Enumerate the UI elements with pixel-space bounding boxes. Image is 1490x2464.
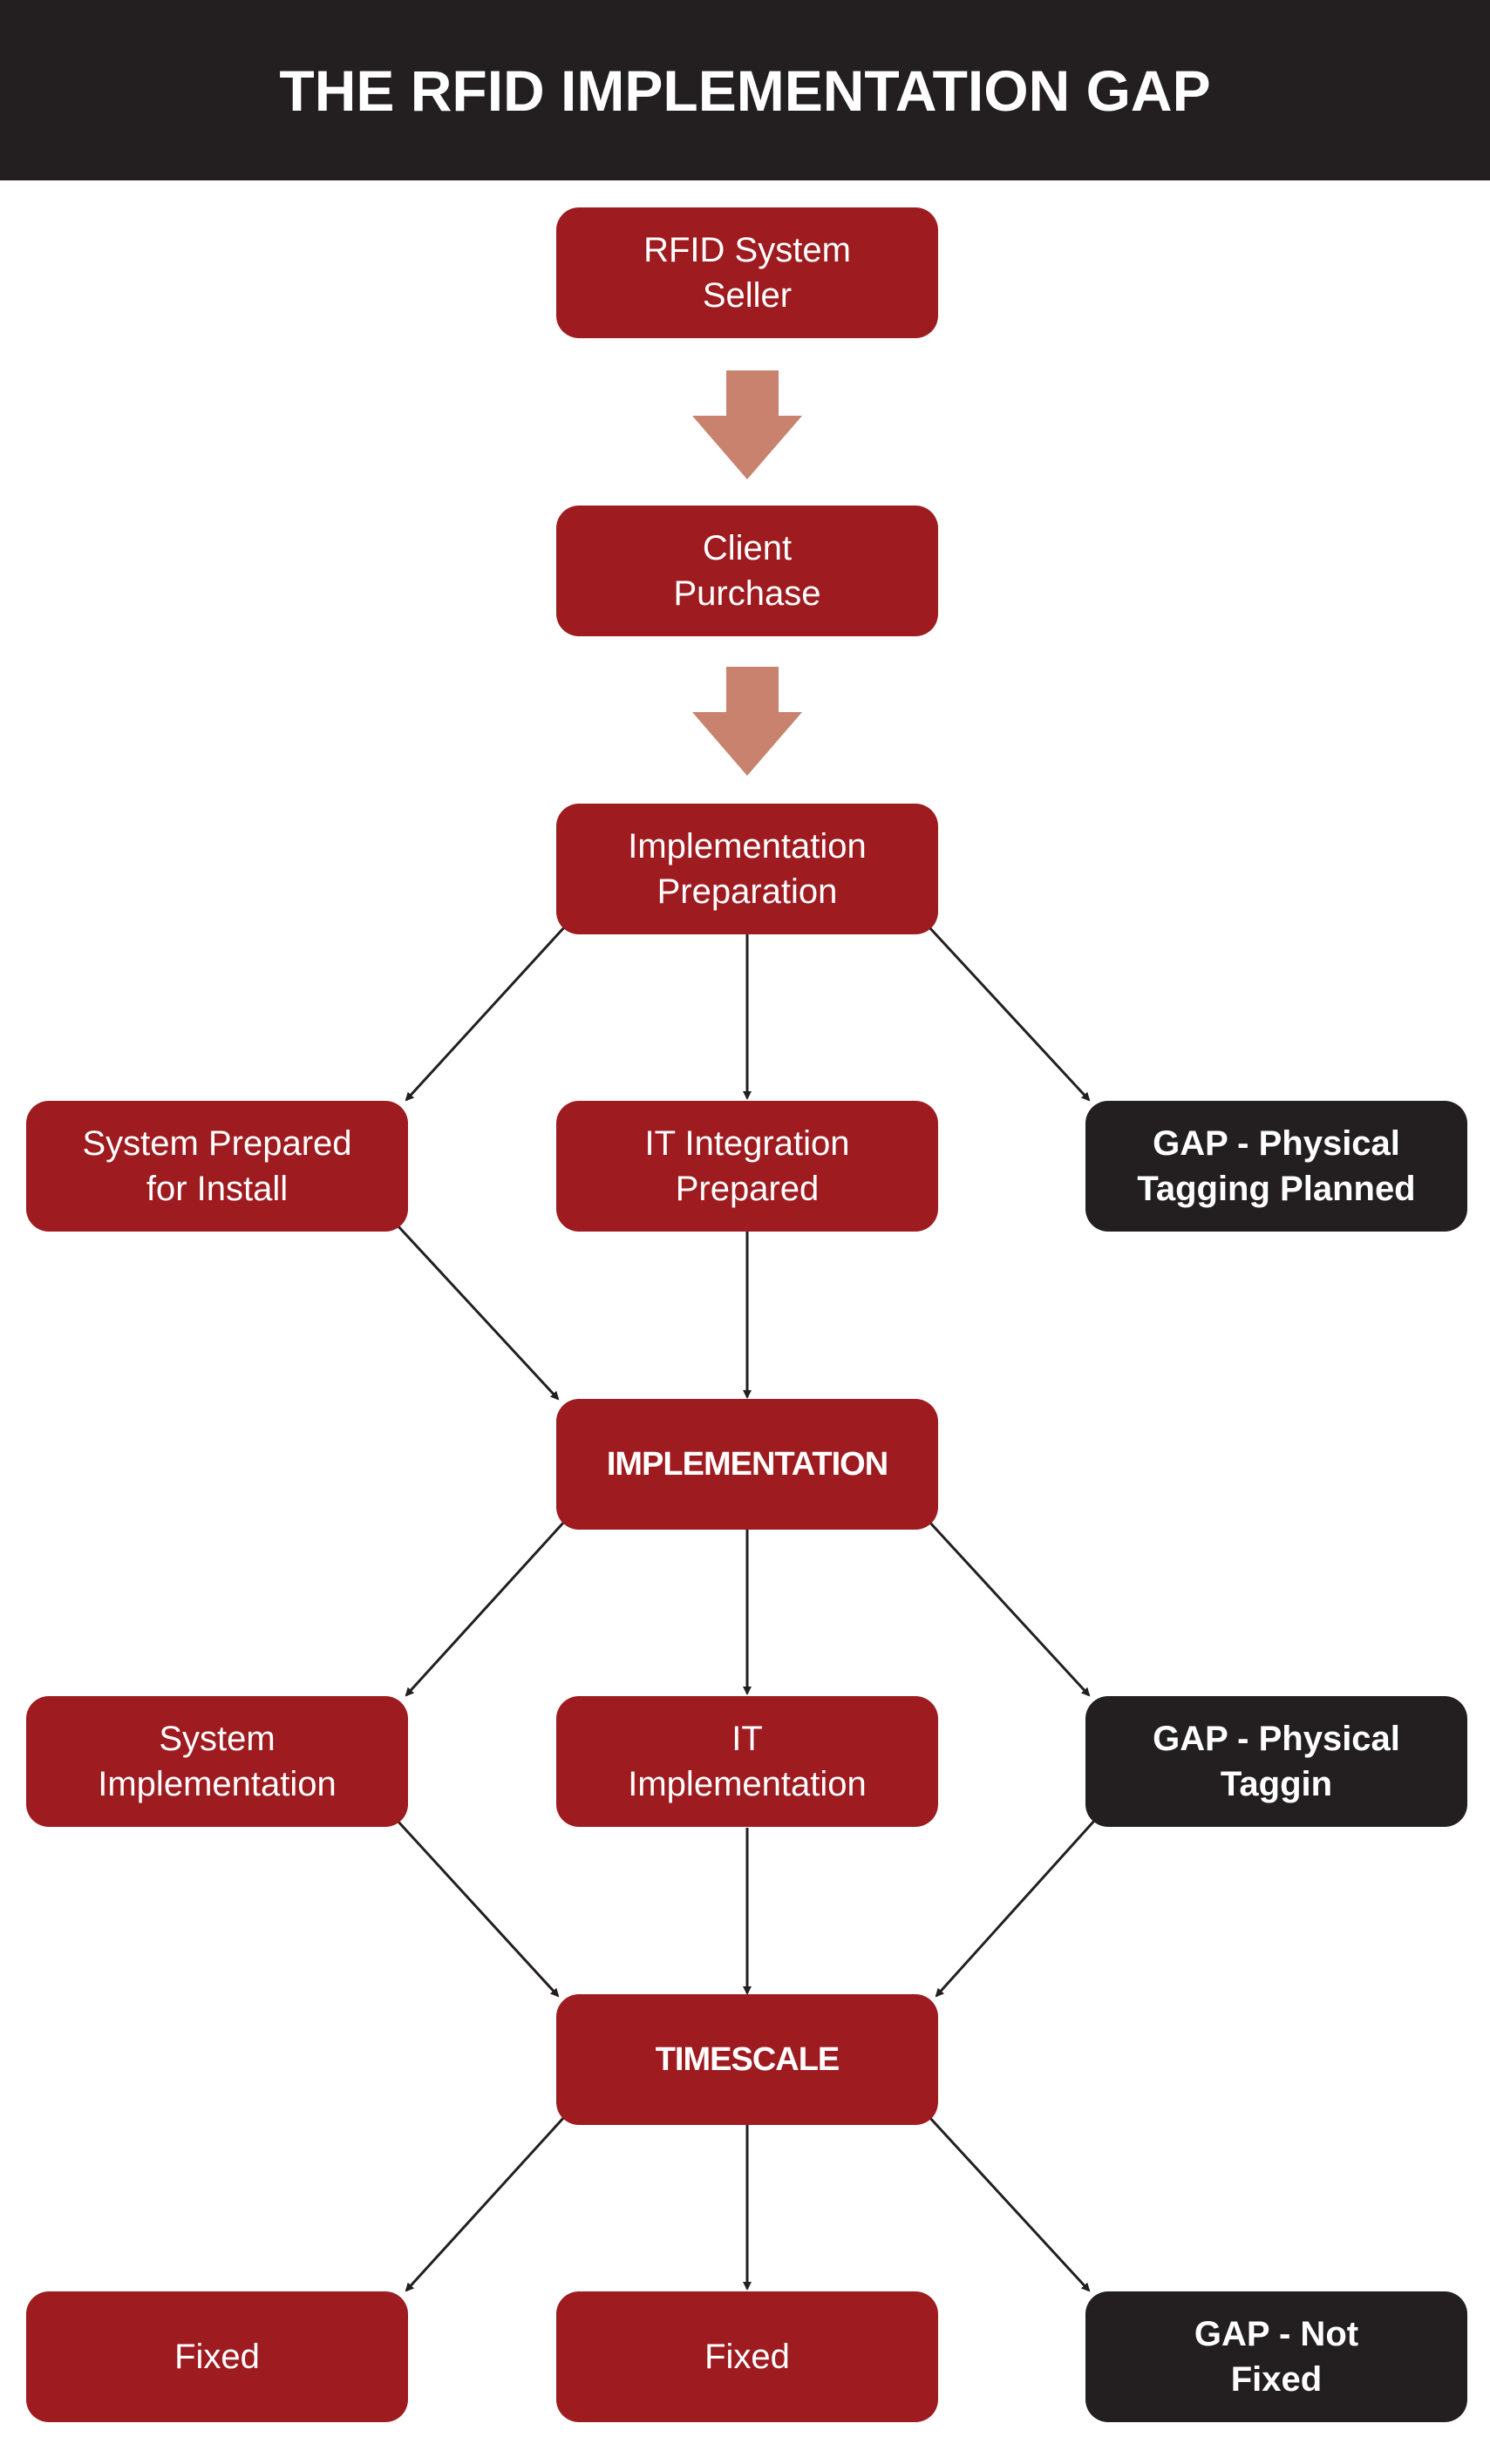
node-it-implementation: IT Implementation — [556, 1696, 938, 1827]
big-arrow-1 — [692, 370, 802, 479]
connector-timescale-to-fixed-1 — [405, 2114, 567, 2292]
connector-sys-impl-to-timescale — [395, 1818, 560, 1998]
connector-implementation-to-gap-tagging — [927, 1519, 1091, 1697]
connector-sys-prep-to-implementation — [395, 1223, 560, 1401]
node-implementation: IMPLEMENTATION — [556, 1399, 938, 1530]
node-rfid-system-seller: RFID System Seller — [556, 207, 938, 338]
node-system-implementation: System Implementation — [26, 1696, 408, 1827]
node-gap-physical-taggin: GAP - Physical Taggin — [1085, 1696, 1467, 1827]
node-client-purchase: Client Purchase — [556, 506, 938, 636]
connector-prep-to-gap-planned — [927, 925, 1091, 1102]
node-timescale: TIMESCALE — [556, 1994, 938, 2125]
node-it-integration-prepared: IT Integration Prepared — [556, 1101, 938, 1232]
connector-timescale-to-gap-not-fixed — [927, 2114, 1091, 2292]
node-implementation-preparation: Implementation Preparation — [556, 804, 938, 934]
connector-implementation-to-sys-impl — [405, 1519, 567, 1697]
diagram-title: THE RFID IMPLEMENTATION GAP — [279, 58, 1211, 123]
node-fixed-1: Fixed — [26, 2291, 408, 2422]
node-system-prepared: System Prepared for Install — [26, 1101, 408, 1232]
title-banner: THE RFID IMPLEMENTATION GAP — [0, 0, 1490, 180]
connector-gap-tagging-to-timescale — [935, 1818, 1097, 1998]
node-fixed-2: Fixed — [556, 2291, 938, 2422]
big-arrow-2 — [692, 667, 802, 776]
node-gap-tagging-planned: GAP - Physical Tagging Planned — [1085, 1101, 1467, 1232]
node-gap-not-fixed: GAP - Not Fixed — [1085, 2291, 1467, 2422]
connector-prep-to-sys-prep — [405, 925, 567, 1102]
